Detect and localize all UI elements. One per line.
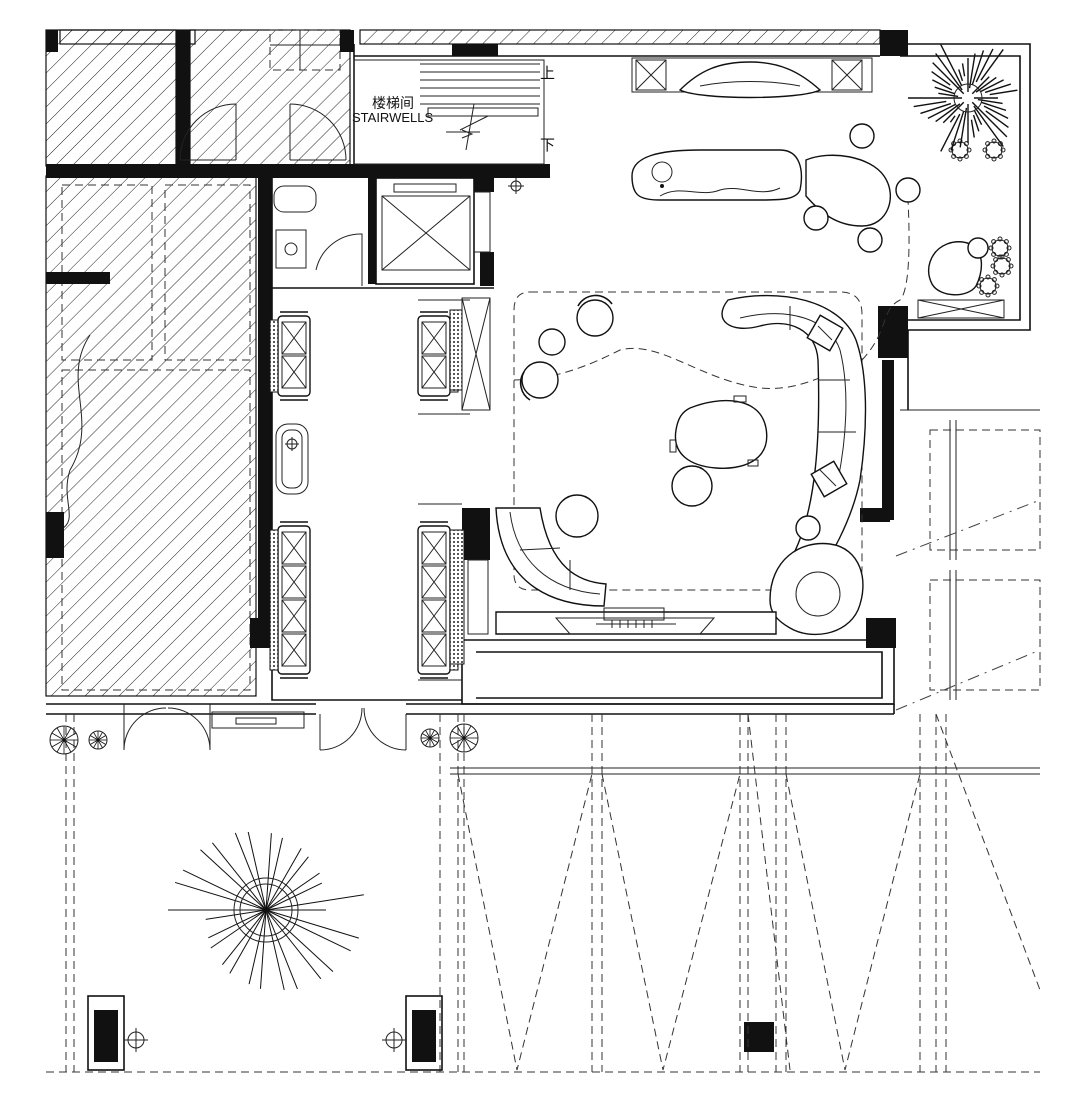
side-cabinets xyxy=(449,297,491,665)
stair-down-label: 下 xyxy=(540,137,555,154)
stair-up-label: 上 xyxy=(540,65,555,82)
bathtub xyxy=(275,423,309,495)
stairwell: 楼梯间 STAIRWELLS 上 下 xyxy=(352,59,555,165)
front-court xyxy=(46,704,1041,1073)
walls xyxy=(46,30,908,1052)
upper-doors xyxy=(179,103,347,161)
stairwell-label-cn: 楼梯间 xyxy=(372,95,414,111)
shrub-icon xyxy=(449,723,479,753)
starburst-plant-icon xyxy=(168,831,364,991)
lounge xyxy=(495,199,910,636)
stairwell-label-en: STAIRWELLS xyxy=(352,110,433,125)
shrub-icon xyxy=(88,730,108,750)
stair-arrow-icon xyxy=(461,129,474,139)
washroom xyxy=(273,178,524,286)
terrace xyxy=(908,44,1018,319)
shrub-icon xyxy=(420,728,440,748)
right-grid xyxy=(895,409,1041,711)
corridor-sofas xyxy=(269,299,470,681)
upper-bar xyxy=(631,57,921,253)
lamp-post-left-icon xyxy=(87,995,148,1071)
shrub-icon xyxy=(49,725,79,755)
lamp-post-right-icon xyxy=(382,995,443,1071)
tree-icon xyxy=(908,44,1018,152)
neighbor-room-lines xyxy=(59,29,341,691)
elevator xyxy=(375,177,491,285)
